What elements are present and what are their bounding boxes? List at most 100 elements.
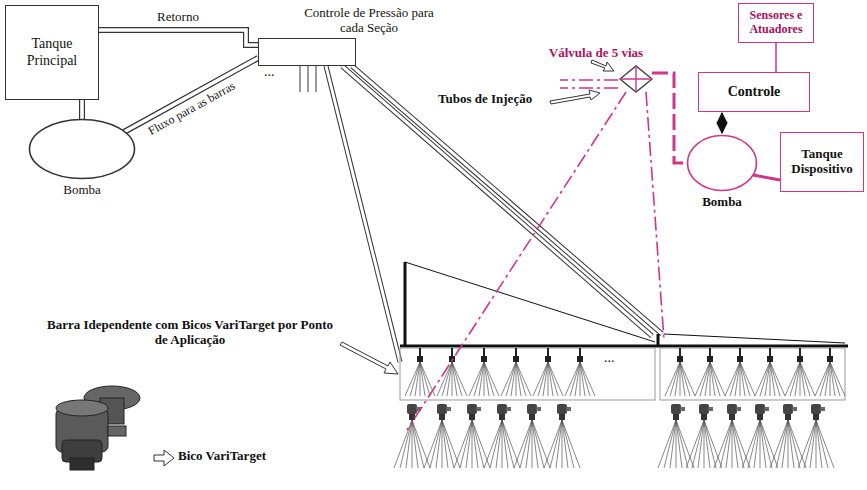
- sensor-box: Sensores e Atuadores: [738, 3, 814, 43]
- outline: [620, 66, 652, 92]
- connector: [776, 43, 777, 72]
- pipe-outer: [99, 30, 258, 45]
- illustration-stroke: [815, 362, 830, 396]
- connector-line: [99, 30, 258, 45]
- part-label: Bico VariTarget: [178, 449, 308, 464]
- illustration-stroke: [795, 362, 800, 396]
- illustration-stroke: [790, 362, 800, 396]
- outline: [30, 120, 135, 179]
- illustration-stroke: [676, 420, 694, 468]
- illustration-stroke: [792, 407, 797, 411]
- illustration-stroke: [740, 362, 750, 396]
- illustration-stroke: [675, 362, 680, 396]
- illustration-stroke: [400, 420, 412, 468]
- illustration-stroke: [547, 348, 549, 356]
- illustration-stroke: [816, 420, 817, 468]
- illustration-stroke: [499, 414, 505, 420]
- callout-label: Barra Idependente com Bicos VariTarget p…: [40, 318, 340, 348]
- illustration-stroke: [476, 407, 481, 411]
- illustration-stroke: [469, 362, 484, 396]
- illustration-stroke: [506, 407, 511, 411]
- illustration-stroke: [720, 420, 732, 468]
- illustration-stroke: [664, 420, 676, 468]
- illustration-stroke: [506, 362, 516, 396]
- illustration-stroke: [483, 348, 485, 356]
- illustration-stroke: [316, 66, 317, 92]
- illustration-stroke: [442, 420, 443, 468]
- illustration-stroke: [705, 362, 710, 396]
- illustration-stroke: [673, 414, 679, 420]
- illustration-stroke: [799, 348, 801, 356]
- illustration-stroke: [816, 420, 834, 468]
- illustration-stroke: [797, 356, 803, 362]
- illustration-stroke: [472, 420, 484, 468]
- pressure-control-box: Controle de Pressão para cada Seção: [258, 38, 356, 66]
- varitarget-nozzle: [56, 386, 140, 470]
- illustration-stroke: [804, 420, 816, 468]
- illustration-stroke: [490, 420, 502, 468]
- illustration-stroke: [511, 362, 516, 396]
- illustration-stroke: [579, 348, 581, 356]
- illustration-stroke: [737, 356, 743, 362]
- section-pipes: [326, 66, 662, 362]
- illustration-stroke: [760, 362, 770, 396]
- illustration-stroke: [513, 356, 519, 362]
- pump-ellipse-outline: [28, 118, 136, 180]
- illustration-stroke: [580, 362, 581, 396]
- illustration-stroke: [472, 420, 490, 468]
- connector-line: [124, 58, 258, 132]
- illustration-stroke: [532, 420, 544, 468]
- illustration-stroke: [437, 362, 452, 396]
- illustration-stroke: [559, 414, 565, 420]
- illustration-stroke: [704, 420, 716, 468]
- illustration-stroke: [352, 66, 662, 334]
- illustration-stroke: [813, 414, 819, 420]
- illustration-stroke: [108, 426, 126, 436]
- illustration-stroke: [677, 356, 683, 362]
- illustration-stroke: [326, 66, 400, 362]
- connector: [82, 100, 83, 119]
- illustration-stroke: [562, 420, 580, 468]
- illustration-stroke: [410, 362, 420, 396]
- illustration-stroke: [412, 420, 413, 468]
- illustration-stroke: [730, 362, 740, 396]
- node-label: Tanque Principal: [9, 36, 95, 68]
- illustration-stroke: [698, 420, 704, 468]
- illustration-stroke: [686, 420, 704, 468]
- illustration-stroke: [800, 362, 815, 396]
- illustration-stroke: [783, 404, 793, 414]
- illustration-stroke: [695, 362, 710, 396]
- outline: [688, 136, 757, 191]
- illustration-stroke: [770, 362, 771, 396]
- illustration-stroke: [770, 420, 788, 468]
- illustration-stroke: [452, 362, 453, 396]
- illustration-stroke: [692, 420, 704, 468]
- illustration-stroke: [460, 420, 472, 468]
- illustration-stroke: [409, 414, 415, 420]
- illustration-stroke: [707, 356, 713, 362]
- illustration-stroke: [740, 362, 741, 396]
- illustration-stroke: [326, 66, 400, 362]
- illustration-stroke: [710, 362, 725, 396]
- illustration-stroke: [830, 362, 840, 396]
- node-label: Válvula de 5 vias: [536, 46, 656, 61]
- text-holder: Válvula de 5 vias: [536, 46, 656, 61]
- callout-label: Tubos de Injeção: [438, 92, 550, 107]
- illustration-stroke: [810, 420, 816, 468]
- illustration-stroke: [484, 420, 502, 468]
- illustration-stroke: [406, 420, 412, 468]
- illustration-stroke: [701, 414, 707, 420]
- pump-ellipse: Bomba: [28, 118, 136, 180]
- illustration-stroke: [469, 414, 475, 420]
- illustration-stroke: [755, 404, 765, 414]
- illustration-stroke: [436, 420, 442, 468]
- boom-frame: [400, 262, 848, 400]
- illustration-stroke: [420, 362, 421, 396]
- node-label: Tanque Dispositivo: [784, 147, 860, 177]
- illustration-stroke: [437, 404, 447, 414]
- illustration-stroke: [680, 362, 681, 396]
- text-holder: Tanque Dispositivo: [781, 133, 863, 191]
- illustration-stroke: [516, 362, 531, 396]
- illustration-stroke: [704, 420, 705, 468]
- illustration-stroke: [700, 362, 710, 396]
